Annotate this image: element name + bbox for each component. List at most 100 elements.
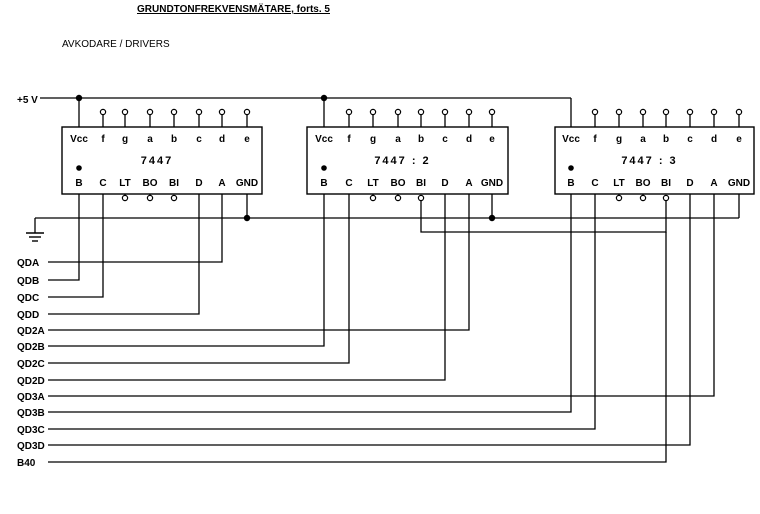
signal-wire [48, 194, 223, 263]
signal-label-qd2b: QD2B [17, 342, 45, 353]
pin-bubble [195, 108, 203, 116]
pin-label-bottom: GND [728, 178, 750, 189]
signal-label-qd3b: QD3B [17, 408, 45, 419]
pin-label-top: f [347, 134, 351, 145]
pin-label-top: b [171, 134, 177, 145]
pin-label-top: e [736, 134, 742, 145]
pin-bubble [735, 108, 743, 116]
junction-dot [320, 94, 328, 102]
pin-label-top: f [593, 134, 597, 145]
pin-label-bottom: BI [661, 178, 671, 189]
signal-label-qdb: QDB [17, 276, 39, 287]
pin-label-bottom: BO [391, 178, 406, 189]
bi-bridge [420, 201, 667, 233]
pin-bubble [99, 108, 107, 116]
ic-7447-2 [306, 126, 509, 195]
pin-label-top: Vcc [315, 134, 333, 145]
pin-label-bottom: C [99, 178, 106, 189]
pin-bubble [146, 194, 154, 202]
signal-wire [48, 194, 104, 298]
signal-wire [48, 194, 325, 347]
signal-wire [48, 194, 446, 381]
pin-label-top: a [640, 134, 646, 145]
pin-label-bottom: B [75, 178, 82, 189]
junction-dot [243, 214, 251, 222]
signal-label-qd3d: QD3D [17, 441, 45, 452]
pin-bubble [417, 194, 425, 202]
pin-label-top: e [489, 134, 495, 145]
signal-wire [48, 194, 470, 331]
signal-label-qd2d: QD2D [17, 376, 45, 387]
pin-bubble [121, 194, 129, 202]
junction-dot [488, 214, 496, 222]
pin-bubble [369, 194, 377, 202]
signal-wire [48, 194, 80, 281]
chip-name: 7447 [141, 155, 173, 167]
pin-label-top: b [663, 134, 669, 145]
pin1-marker [568, 165, 574, 171]
pin-bubble [662, 194, 670, 202]
pin-bubble [345, 108, 353, 116]
pin-label-top: c [687, 134, 693, 145]
pin-bubble [591, 108, 599, 116]
ic-7447-1 [61, 126, 263, 195]
pin-label-bottom: GND [481, 178, 503, 189]
pin-bubble [146, 108, 154, 116]
pin-bubble [710, 108, 718, 116]
pin-bubble [369, 108, 377, 116]
pin-label-bottom: C [345, 178, 352, 189]
pin-label-top: g [122, 134, 128, 145]
pin-label-top: Vcc [70, 134, 88, 145]
pin-label-top: e [244, 134, 250, 145]
ic-7447-3 [554, 126, 755, 195]
signal-label-qd3a: QD3A [17, 392, 45, 403]
pin-label-bottom: LT [119, 178, 130, 189]
pin-bubble [465, 108, 473, 116]
pin-label-bottom: BI [169, 178, 179, 189]
pin-bubble [394, 108, 402, 116]
pin-bubble [243, 108, 251, 116]
pin-label-bottom: C [591, 178, 598, 189]
pin-label-bottom: LT [613, 178, 624, 189]
pin-bubble [170, 194, 178, 202]
pin-bubble [639, 108, 647, 116]
pin-label-bottom: BO [636, 178, 651, 189]
signal-label-qda: QDA [17, 258, 39, 269]
signal-wire [48, 194, 200, 315]
pin-label-bottom: BI [416, 178, 426, 189]
pin-bubble [218, 108, 226, 116]
page-title: GRUNDTONFREKVENSMÄTARE, forts. 5 [137, 4, 330, 15]
pin-label-bottom: B [320, 178, 327, 189]
chip-name: 7447 : 2 [374, 155, 430, 167]
pin-bubble [662, 108, 670, 116]
pin-bubble [488, 108, 496, 116]
pin-label-bottom: A [710, 178, 717, 189]
junction-dot [75, 94, 83, 102]
pin1-marker [76, 165, 82, 171]
pin-label-top: g [370, 134, 376, 145]
signal-wire [48, 194, 350, 364]
pin1-marker [321, 165, 327, 171]
pin-label-bottom: GND [236, 178, 258, 189]
pin-label-top: c [196, 134, 202, 145]
signal-wire [48, 194, 572, 413]
pin-label-bottom: LT [367, 178, 378, 189]
signal-label-b40: B40 [17, 458, 36, 469]
pin-label-top: a [395, 134, 401, 145]
pin-label-bottom: A [218, 178, 225, 189]
pin-bubble [394, 194, 402, 202]
signal-label-qdd: QDD [17, 310, 39, 321]
pin-bubble [441, 108, 449, 116]
pin-label-bottom: D [686, 178, 693, 189]
pin-bubble [170, 108, 178, 116]
pin-label-bottom: A [465, 178, 472, 189]
section-subtitle: AVKODARE / DRIVERS [62, 39, 170, 50]
pin-label-bottom: B [567, 178, 574, 189]
pin-bubble [121, 108, 129, 116]
signal-label-qd2a: QD2A [17, 326, 45, 337]
pin-bubble [686, 108, 694, 116]
signal-wire [48, 232, 667, 463]
pin-bubble [615, 108, 623, 116]
pin-label-bottom: D [195, 178, 202, 189]
